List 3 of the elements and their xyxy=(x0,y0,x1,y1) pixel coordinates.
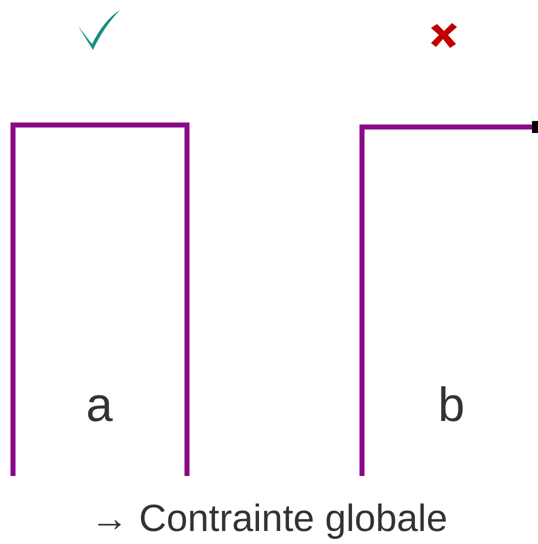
figure-label: b xyxy=(438,382,465,430)
caption: → Contrainte globale xyxy=(90,500,448,538)
figure-label: a xyxy=(86,382,113,430)
